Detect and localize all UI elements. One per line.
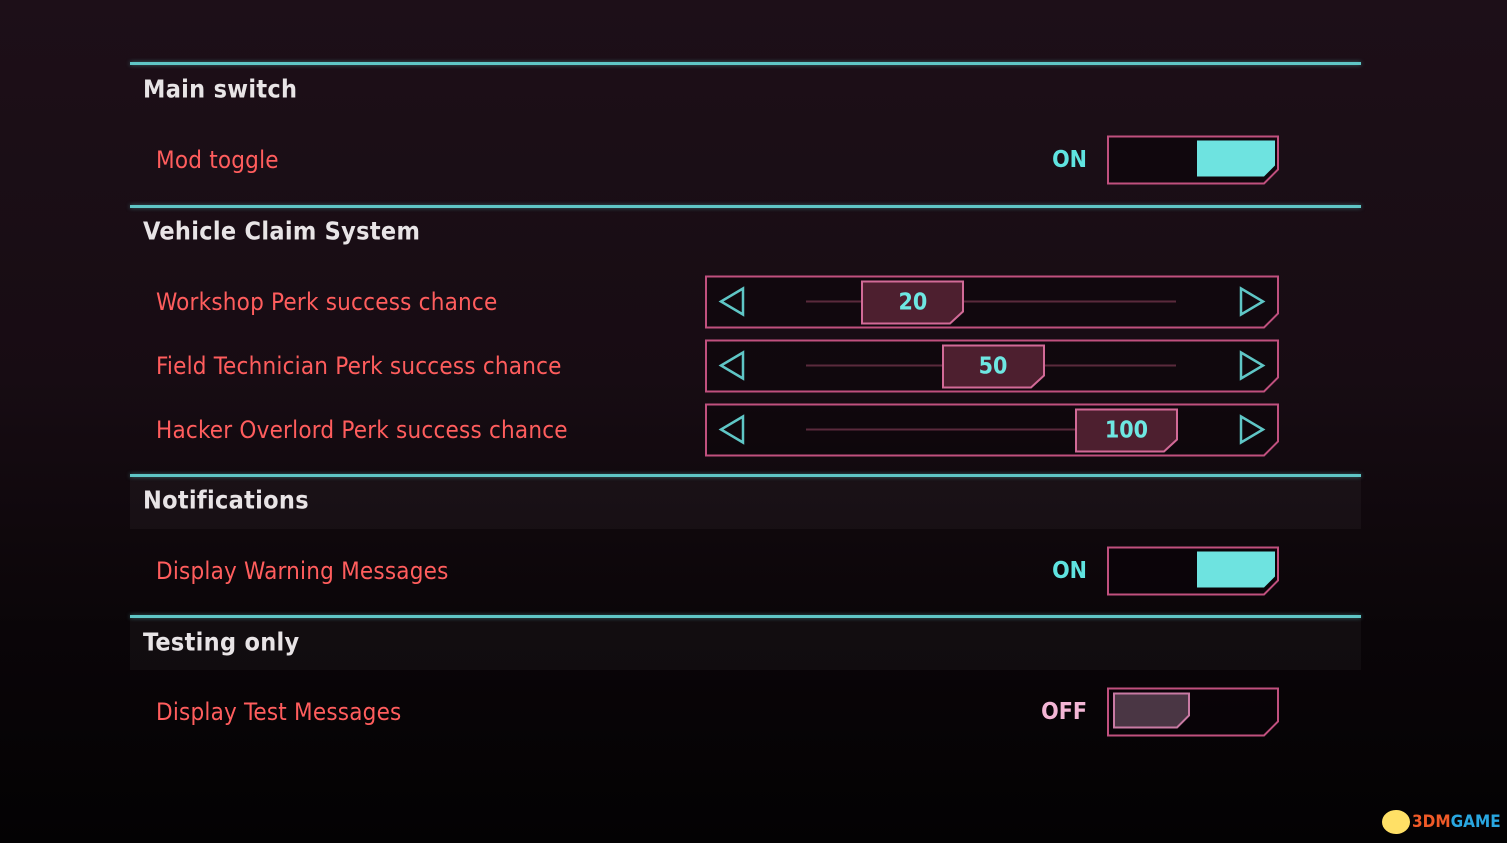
section-title: Testing only xyxy=(143,627,300,657)
section-header-band xyxy=(130,477,1361,529)
toggle-graphic xyxy=(1107,687,1279,737)
slider-value: 20 xyxy=(898,289,928,316)
section-title: Notifications xyxy=(143,485,309,515)
toggle-state-text: ON xyxy=(1052,558,1087,584)
toggle-graphic xyxy=(1107,135,1279,185)
watermark-text: 3DM xyxy=(1412,812,1451,832)
slider-control[interactable]: 50 xyxy=(705,339,1279,393)
slider-control[interactable]: 100 xyxy=(705,403,1279,457)
slider-thumb[interactable]: 20 xyxy=(861,280,965,325)
toggle-switch[interactable] xyxy=(1107,135,1279,185)
arrow-left-icon[interactable] xyxy=(717,350,747,382)
thumb-graphic xyxy=(941,344,1045,389)
arrow-left-icon[interactable] xyxy=(717,414,747,446)
arrow-right-icon[interactable] xyxy=(1237,414,1267,446)
setting-label: Mod toggle xyxy=(156,146,279,174)
watermark-logo: 3DMGAME xyxy=(1382,810,1501,834)
setting-label: Field Technician Perk success chance xyxy=(156,352,562,380)
arrow-right-icon[interactable] xyxy=(1237,286,1267,318)
section-divider xyxy=(130,474,1361,477)
slider-thumb[interactable]: 50 xyxy=(941,344,1045,389)
setting-label: Hacker Overlord Perk success chance xyxy=(156,416,568,444)
toggle-state-text: OFF xyxy=(1041,699,1087,725)
section-title: Vehicle Claim System xyxy=(143,216,421,246)
toggle-switch[interactable] xyxy=(1107,687,1279,737)
toggle-switch[interactable] xyxy=(1107,546,1279,596)
setting-label: Workshop Perk success chance xyxy=(156,288,498,316)
thumb-graphic xyxy=(861,280,965,325)
section-header-band xyxy=(130,618,1361,670)
slider-value: 100 xyxy=(1104,417,1149,444)
arrow-right-icon[interactable] xyxy=(1237,350,1267,382)
slider-track[interactable] xyxy=(806,300,1176,303)
slider-control[interactable]: 20 xyxy=(705,275,1279,329)
section-title: Main switch xyxy=(143,74,298,104)
section-divider xyxy=(130,62,1361,65)
setting-label: Display Warning Messages xyxy=(156,557,449,585)
watermark-text: GAME xyxy=(1450,812,1501,832)
section-divider xyxy=(130,205,1361,208)
toggle-graphic xyxy=(1107,546,1279,596)
setting-label: Display Test Messages xyxy=(156,698,402,726)
slider-thumb[interactable]: 100 xyxy=(1075,408,1178,453)
toggle-state-text: ON xyxy=(1052,147,1087,173)
thumb-graphic xyxy=(1075,408,1178,453)
section-divider xyxy=(130,615,1361,618)
slider-track[interactable] xyxy=(806,428,1176,431)
slider-value: 50 xyxy=(978,353,1008,380)
mascot-icon xyxy=(1382,810,1410,834)
arrow-left-icon[interactable] xyxy=(717,286,747,318)
